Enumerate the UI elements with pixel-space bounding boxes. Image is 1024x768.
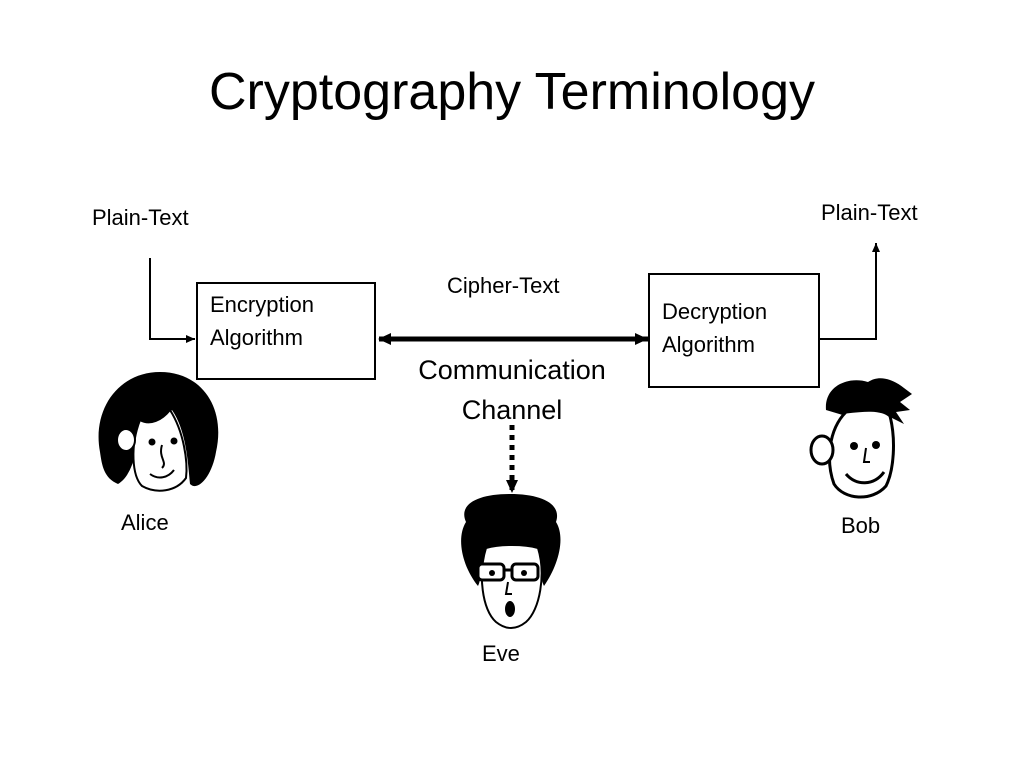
communication-channel-label: Communication Channel: [392, 350, 632, 430]
eve-face-icon: [461, 494, 561, 629]
ciphertext-label: Cipher-Text: [447, 273, 560, 298]
encryption-box-line1: Encryption: [210, 292, 314, 317]
plaintext-to-encryption-arrow: [149, 258, 195, 343]
channel-line2: Channel: [461, 395, 563, 425]
eve-name: Eve: [482, 641, 520, 666]
slide-title: Cryptography Terminology: [209, 63, 815, 121]
receiver-plaintext-label: Plain-Text: [821, 200, 918, 225]
bob-name: Bob: [841, 513, 881, 538]
decryption-box-line1: Decryption: [662, 299, 768, 324]
alice-name: Alice: [121, 510, 169, 535]
encryption-algorithm-box: Encryption Algorithm: [196, 282, 376, 380]
bob-face-icon: [809, 378, 912, 499]
encryption-box-line2: Algorithm: [210, 325, 303, 350]
channel-line1: Communication: [418, 355, 606, 385]
decryption-algorithm-box: Decryption Algorithm: [648, 273, 820, 388]
decryption-to-plaintext-arrow: [820, 243, 880, 340]
decryption-box-line2: Algorithm: [662, 332, 755, 357]
alice-face-icon: [98, 372, 219, 492]
sender-plaintext-label: Plain-Text: [92, 205, 189, 230]
